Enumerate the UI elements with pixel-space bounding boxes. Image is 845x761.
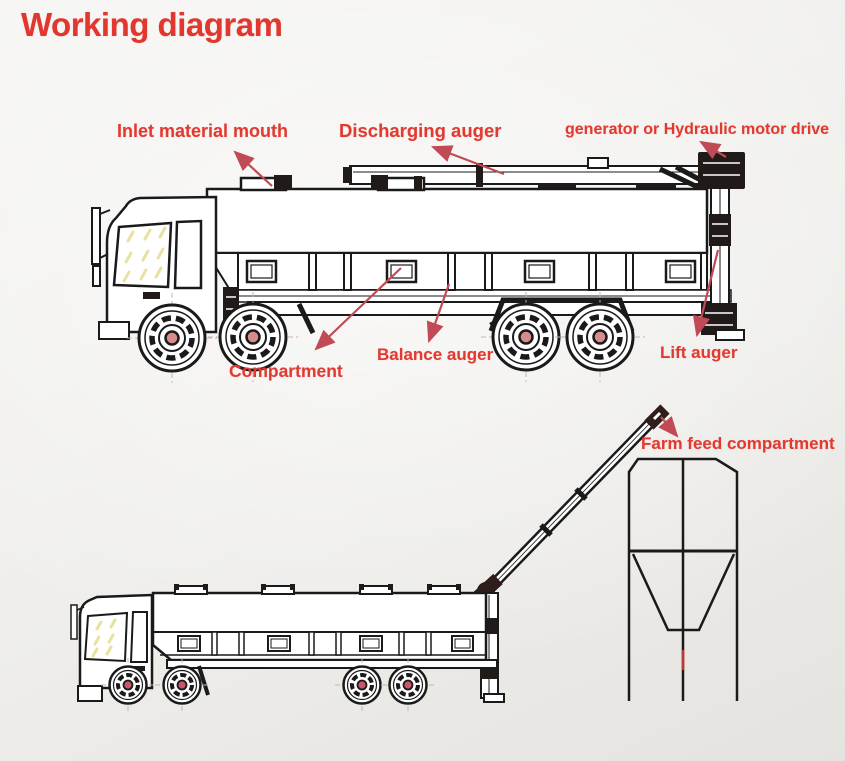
top-truck-drawing [91,152,745,383]
page-title: Working diagram [21,6,283,43]
lift-arrow [692,249,720,338]
bottom-truck-drawing [70,404,670,714]
cab-step [98,321,130,340]
discharging-auger-label: Discharging auger [339,120,502,141]
farm-arrow [658,416,679,438]
inlet-arrow [233,150,273,187]
callout-arrows [233,140,727,438]
roof-hatch [371,175,426,192]
mudflap [197,665,210,696]
compartment-windows [245,259,697,284]
side-mirror [70,604,85,640]
side-mirror [91,207,111,287]
silo-roof [627,457,738,474]
farm-feed-compartment-label: Farm feed compartment [641,434,835,453]
balance-arrow [426,283,451,344]
roof-hatches [174,584,461,595]
silo-funnel [631,553,736,632]
raised-auger-drawing [469,404,670,607]
truck-cab [91,195,218,340]
truck-cab [70,593,154,702]
inlet-hatch [239,175,292,192]
window-reflections [122,226,167,283]
tank-struts [211,631,432,656]
tank-struts [237,252,702,291]
small-tank-body [151,584,498,669]
door-window [173,219,203,290]
inlet-material-mouth-label: Inlet material mouth [117,121,289,141]
generator-arrow [699,140,727,160]
window-reflections [91,618,117,658]
compartment-arrow [314,267,402,351]
tank-body [205,175,732,316]
compartment-label: Compartment [229,361,343,381]
lift-auger-label: Lift auger [660,343,738,362]
compartment-windows [177,635,474,652]
discharging-arrow [430,145,505,176]
cab-step [77,685,103,702]
generator-motor-label: generator or Hydraulic motor drive [565,121,830,138]
door-handle [133,666,145,671]
door-handle [143,292,160,299]
silo-drawing [627,457,739,701]
generator-motor-drawing [698,152,745,189]
balance-auger-label: Balance auger [377,345,494,364]
door-window [129,611,148,663]
mudflap [296,302,316,335]
